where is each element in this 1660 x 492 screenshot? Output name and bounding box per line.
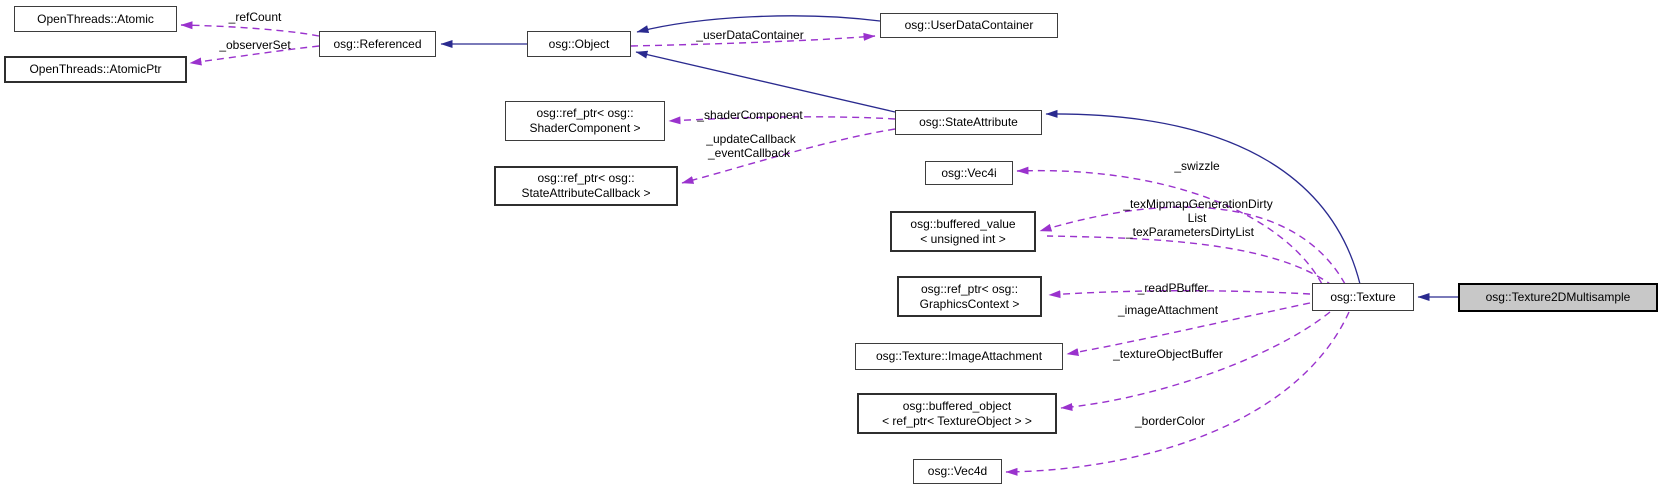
node-label-line1: osg::buffered_object — [902, 398, 1012, 413]
node-label: osg::StateAttribute — [919, 115, 1018, 129]
edge-label-observerset: _observerSet — [219, 38, 291, 52]
edge-use-bordercolor — [1005, 311, 1350, 476]
node-label: OpenThreads::AtomicPtr — [29, 62, 162, 76]
edge-inherit-texture-stateattribute — [1045, 109, 1361, 285]
node-label-line1: osg::ref_ptr< osg:: — [536, 106, 634, 120]
edge-label-texmipmap-line1: _texMipmapGenerationDirty — [1123, 197, 1273, 211]
node-osg-vec4i[interactable]: osg::Vec4i — [925, 161, 1013, 185]
node-osg-buffered-object[interactable]: osg::buffered_object < ref_ptr< TextureO… — [857, 393, 1057, 434]
edge-inherit-userdatacontainer-object — [636, 15, 881, 34]
edge-label-shadercomponent: _shaderComponent — [697, 108, 803, 122]
node-label-line1: osg::ref_ptr< osg:: — [537, 171, 635, 185]
edge-label-userdatacontainer: _userDataContainer — [696, 28, 804, 42]
node-osg-userdatacontainer[interactable]: osg::UserDataContainer — [880, 13, 1058, 38]
node-label-line2: < ref_ptr< TextureObject > > — [882, 413, 1032, 428]
node-label: osg::UserDataContainer — [904, 18, 1034, 32]
node-openthreads-atomicptr[interactable]: OpenThreads::AtomicPtr — [4, 56, 187, 83]
node-label-line1: osg::ref_ptr< osg:: — [920, 281, 1019, 296]
edge-label-swizzle: _swizzle — [1174, 159, 1220, 173]
node-label: osg::Texture — [1330, 289, 1396, 304]
node-label: osg::Vec4d — [927, 464, 988, 478]
edge-use-shadercomponent — [668, 116, 896, 125]
edge-use-texmipmapdirtylist — [1039, 206, 1346, 285]
edge-label-updatecallback: _updateCallback — [706, 132, 796, 146]
node-osg-object[interactable]: osg::Object — [527, 31, 631, 57]
edge-label-eventcallback: _eventCallback — [707, 146, 791, 160]
edge-use-swizzle — [1016, 166, 1323, 285]
edge-label-refcount: _refCount — [228, 10, 282, 24]
node-label-line2: StateAttributeCallback > — [521, 186, 651, 200]
node-label: osg::Vec4i — [941, 165, 997, 180]
edge-use-userdatacontainer — [630, 32, 876, 47]
node-label: osg::Object — [548, 36, 610, 51]
node-osg-texture[interactable]: osg::Texture — [1312, 283, 1414, 311]
node-label: osg::Referenced — [333, 36, 422, 51]
edge-use-texparametersdirtylist — [1046, 235, 1334, 287]
node-osg-stateattribute[interactable]: osg::StateAttribute — [895, 110, 1042, 135]
edge-use-imageattachment — [1066, 302, 1311, 356]
node-openthreads-atomic[interactable]: OpenThreads::Atomic — [14, 6, 177, 32]
node-label: OpenThreads::Atomic — [37, 11, 154, 26]
edge-inherit-stateattribute-object — [635, 50, 896, 113]
node-label-line2: < unsigned int > — [920, 231, 1006, 246]
edge-label-imageattachment: _imageAttachment — [1117, 303, 1219, 317]
edge-use-readpbuffer — [1048, 290, 1311, 299]
edge-label-readpbuffer: _readPBuffer — [1137, 281, 1209, 295]
node-label-line1: osg::buffered_value — [910, 216, 1016, 231]
node-osg-texture-imageattachment[interactable]: osg::Texture::ImageAttachment — [855, 343, 1063, 370]
node-osg-texture2dmultisample: osg::Texture2DMultisample — [1458, 283, 1658, 312]
edge-label-texparameters: _texParametersDirtyList — [1125, 225, 1255, 239]
node-osg-vec4d[interactable]: osg::Vec4d — [913, 459, 1002, 484]
node-label: osg::Texture::ImageAttachment — [875, 349, 1043, 363]
edge-label-bordercolor: _borderColor — [1134, 414, 1206, 428]
node-osg-refptr-stateattributecallback[interactable]: osg::ref_ptr< osg:: StateAttributeCallba… — [494, 166, 678, 206]
node-osg-refptr-graphicscontext[interactable]: osg::ref_ptr< osg:: GraphicsContext > — [897, 276, 1042, 317]
node-label-line2: ShaderComponent > — [529, 121, 641, 135]
node-osg-referenced[interactable]: osg::Referenced — [319, 31, 436, 57]
edge-label-textureobjectbuffer: _textureObjectBuffer — [1113, 347, 1223, 361]
node-osg-buffered-value[interactable]: osg::buffered_value < unsigned int > — [890, 211, 1036, 252]
edge-label-texmipmap-line2: List — [1187, 211, 1207, 225]
edge-use-textureobjectbuffer — [1060, 311, 1331, 411]
node-label: osg::Texture2DMultisample — [1485, 290, 1631, 304]
edge-use-updatecallback — [681, 128, 896, 184]
edge-use-refcount — [180, 21, 320, 37]
node-osg-refptr-shadercomponent[interactable]: osg::ref_ptr< osg:: ShaderComponent > — [505, 101, 665, 141]
node-label-line2: GraphicsContext > — [919, 296, 1020, 311]
edge-use-observerset — [189, 45, 320, 66]
